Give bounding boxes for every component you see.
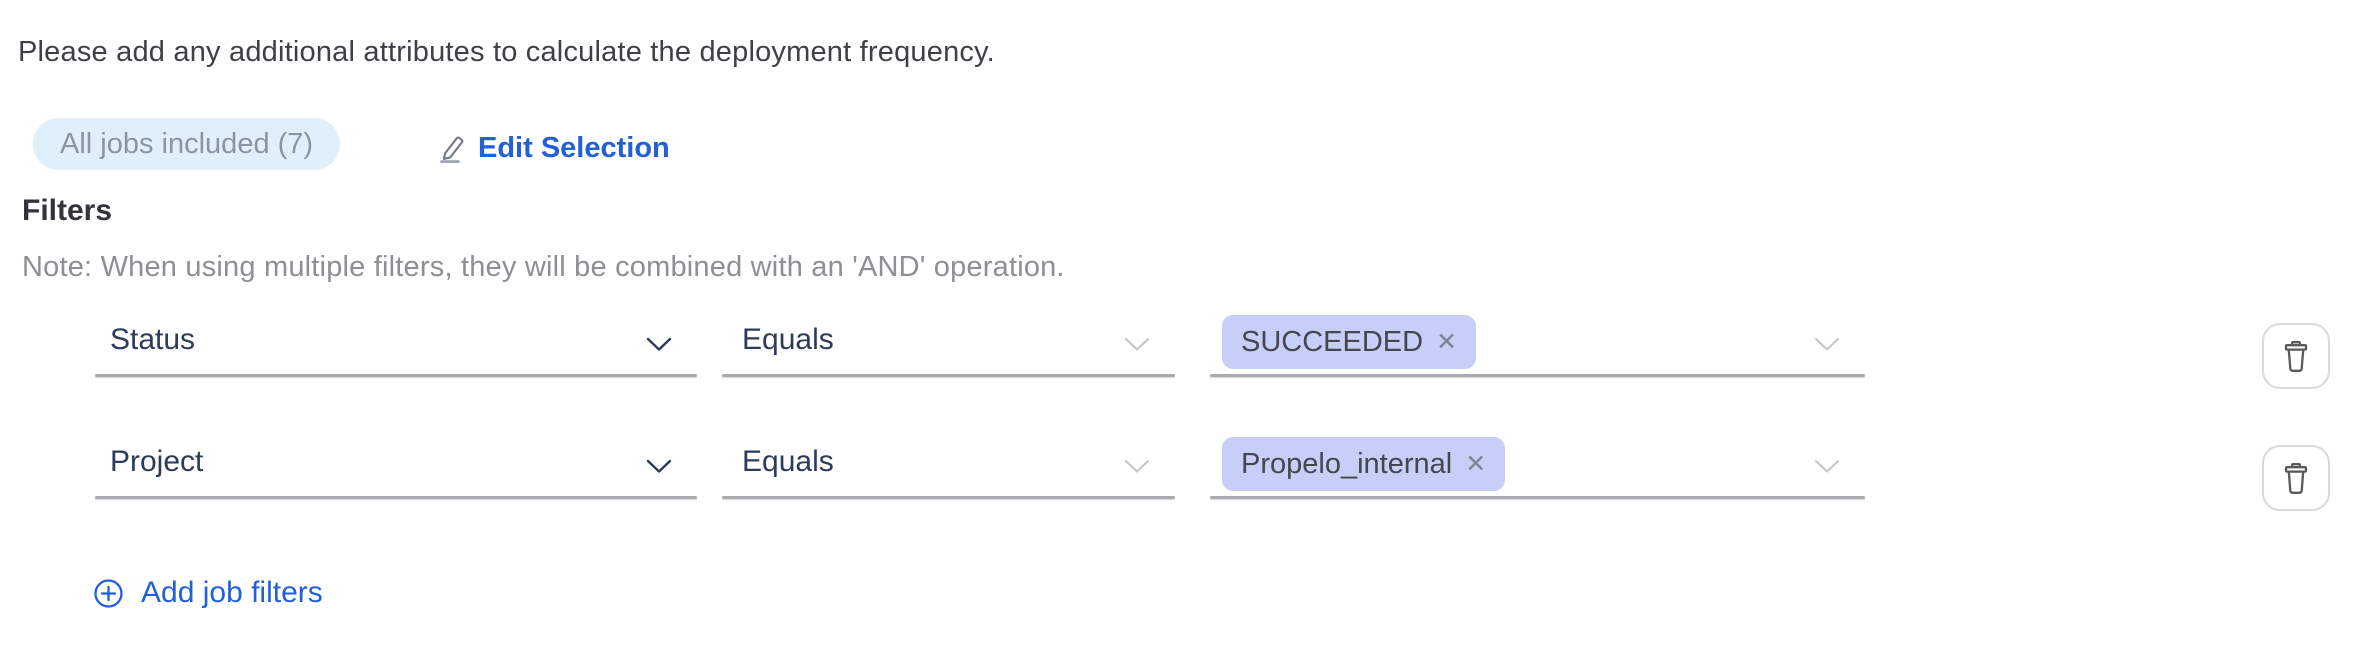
attribute-select-value: Status xyxy=(110,323,196,356)
value-tag-label: SUCCEEDED xyxy=(1241,325,1424,358)
trash-icon xyxy=(2282,462,2310,495)
plus-circle-icon xyxy=(93,578,124,609)
operator-select-value: Equals xyxy=(742,323,834,356)
operator-select[interactable]: Equals xyxy=(722,435,1175,499)
attribute-select-value: Project xyxy=(110,445,204,478)
attribute-select[interactable]: Project xyxy=(95,435,697,499)
jobs-included-badge: All jobs included (7) xyxy=(33,118,341,170)
operator-select-value: Equals xyxy=(742,445,834,478)
value-tag: Propelo_internal ✕ xyxy=(1222,437,1506,491)
remove-value-icon[interactable]: ✕ xyxy=(1436,327,1458,356)
edit-selection-label: Edit Selection xyxy=(478,131,670,164)
operator-select[interactable]: Equals xyxy=(722,313,1175,377)
chevron-down-icon xyxy=(1814,337,1840,352)
add-job-filters-label: Add job filters xyxy=(141,576,323,609)
field-underline xyxy=(722,496,1175,499)
value-multiselect[interactable]: Propelo_internal ✕ xyxy=(1210,435,1865,499)
intro-text: Please add any additional attributes to … xyxy=(18,36,995,68)
field-underline xyxy=(95,374,697,377)
chevron-down-icon xyxy=(646,337,672,352)
filters-heading: Filters xyxy=(22,194,113,227)
remove-value-icon[interactable]: ✕ xyxy=(1465,449,1487,478)
trash-icon xyxy=(2282,340,2310,373)
filter-row: Status Equals SUCCEEDED ✕ xyxy=(0,313,2376,391)
edit-selection-link[interactable]: Edit Selection xyxy=(437,131,670,165)
chevron-down-icon xyxy=(1124,459,1150,474)
value-tag-label: Propelo_internal xyxy=(1241,447,1453,480)
filter-row: Project Equals Propelo_internal ✕ xyxy=(0,435,2376,513)
delete-filter-button[interactable] xyxy=(2262,323,2330,389)
value-tag: SUCCEEDED ✕ xyxy=(1222,315,1477,369)
value-multiselect[interactable]: SUCCEEDED ✕ xyxy=(1210,313,1865,377)
field-underline xyxy=(1210,496,1865,499)
add-job-filters-link[interactable]: Add job filters xyxy=(93,576,323,610)
delete-filter-button[interactable] xyxy=(2262,445,2330,511)
attribute-select[interactable]: Status xyxy=(95,313,697,377)
edit-pencil-icon xyxy=(437,133,465,163)
field-underline xyxy=(95,496,697,499)
field-underline xyxy=(722,374,1175,377)
chevron-down-icon xyxy=(646,459,672,474)
chevron-down-icon xyxy=(1814,459,1840,474)
field-underline xyxy=(1210,374,1865,377)
filters-note: Note: When using multiple filters, they … xyxy=(22,251,1065,283)
chevron-down-icon xyxy=(1124,337,1150,352)
